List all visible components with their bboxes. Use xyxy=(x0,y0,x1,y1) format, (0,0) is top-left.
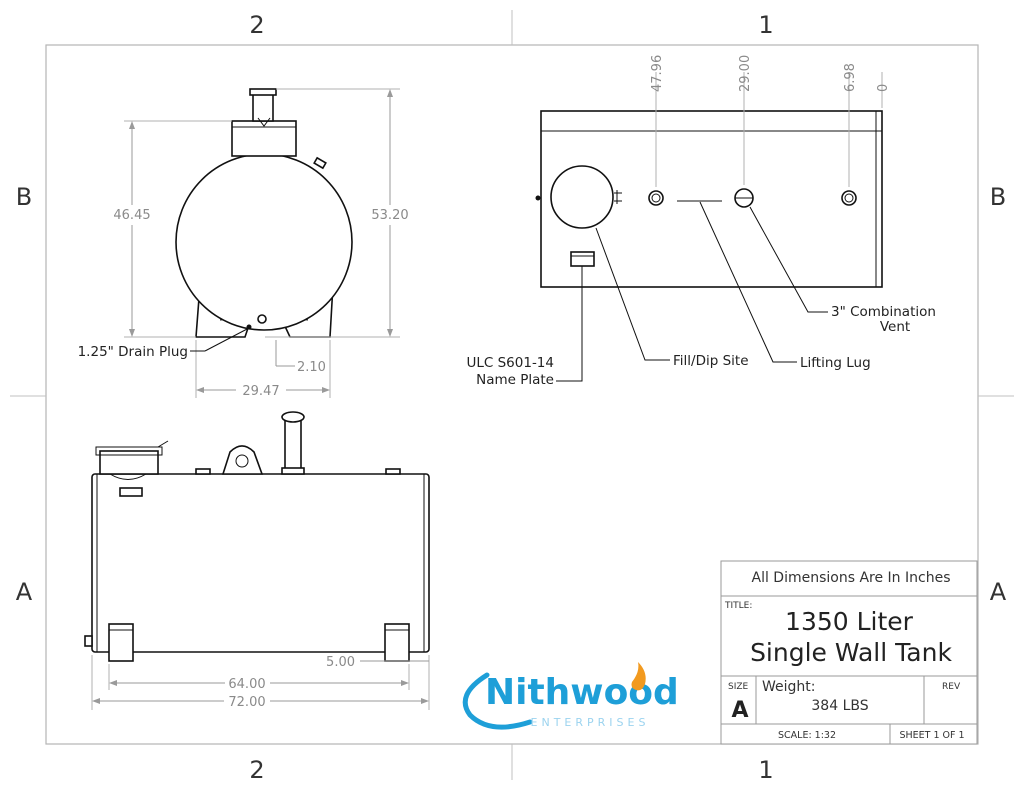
dim-skid-offset: 5.00 xyxy=(326,655,355,670)
weight-label: Weight: xyxy=(762,679,816,695)
ordinate-47-96: 47.96 xyxy=(650,55,665,92)
rev-label: REV xyxy=(942,682,961,692)
scale-label: SCALE: 1:32 xyxy=(778,730,836,741)
ordinate-0: 0 xyxy=(876,84,891,92)
size-label: SIZE xyxy=(728,682,749,692)
side-view-dimensions xyxy=(91,655,430,710)
drain-leader-line xyxy=(204,327,250,352)
vent-label-1: 3" Combination xyxy=(831,304,936,320)
vent-label-2: Vent xyxy=(880,319,910,335)
fill-dip-label: Fill/Dip Site xyxy=(673,353,749,369)
title-block xyxy=(720,560,978,745)
zone-top-1: 1 xyxy=(758,11,773,39)
lifting-lug-label: Lifting Lug xyxy=(800,355,871,371)
dim-front-overall-height: 53.20 xyxy=(371,208,408,223)
front-view xyxy=(175,88,353,338)
title-line-2: Single Wall Tank xyxy=(750,638,952,667)
ordinate-29-00: 29.00 xyxy=(738,55,753,92)
sheet-label: SHEET 1 OF 1 xyxy=(899,730,964,741)
size-value: A xyxy=(731,698,748,723)
nameplate-label-1: ULC S601-14 xyxy=(466,355,554,371)
logo-swoosh xyxy=(462,672,533,730)
dim-overall-length: 72.00 xyxy=(228,695,265,710)
zone-left-a: A xyxy=(16,578,33,606)
top-view-ordinates xyxy=(655,72,883,187)
zone-right-b: B xyxy=(990,183,1006,211)
drain-plug-label: 1.25" Drain Plug xyxy=(78,344,188,360)
zone-left-b: B xyxy=(16,183,32,211)
dim-skid-spacing: 64.00 xyxy=(228,677,265,692)
dim-front-base-width: 29.47 xyxy=(242,384,279,399)
dim-front-height: 46.45 xyxy=(113,208,150,223)
dimensions-note: All Dimensions Are In Inches xyxy=(752,570,951,586)
weight-value: 384 LBS xyxy=(811,698,868,714)
nameplate-label-2: Name Plate xyxy=(476,372,554,388)
logo-name: Nithwood xyxy=(485,672,679,713)
front-view-dimensions xyxy=(124,88,400,398)
zone-bottom-2: 2 xyxy=(249,756,264,784)
top-view-leaders xyxy=(556,201,828,382)
nithwood-logo: Nithwood ENTERPRISES xyxy=(462,662,679,730)
title-line-1: 1350 Liter xyxy=(785,607,914,636)
title-label: TITLE: xyxy=(724,601,752,611)
zone-right-a: A xyxy=(990,578,1007,606)
top-view xyxy=(535,110,883,288)
zone-ticks xyxy=(10,10,1014,780)
logo-subtitle: ENTERPRISES xyxy=(531,716,650,729)
logo-flame xyxy=(631,662,646,691)
side-view xyxy=(84,411,430,662)
zone-top-2: 2 xyxy=(249,11,264,39)
dim-drain-offset: 2.10 xyxy=(297,360,326,375)
ordinate-6-98: 6.98 xyxy=(843,63,858,92)
zone-bottom-1: 1 xyxy=(758,756,773,784)
